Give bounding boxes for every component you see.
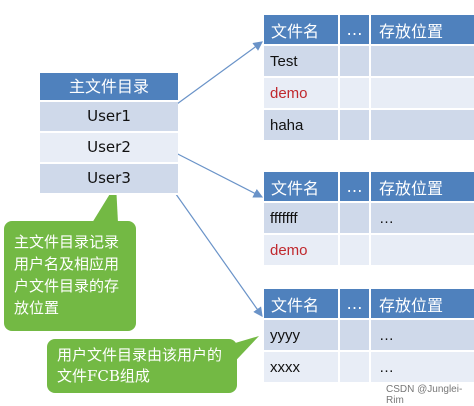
file-location [370,45,474,78]
header-dots: … [339,172,371,203]
header-dots: … [339,15,371,46]
table-row: haha [264,109,474,142]
header-location: 存放位置 [370,172,474,203]
watermark: CSDN @Junglei-Rim [386,384,463,406]
header-filename: 文件名 [264,289,340,320]
table-row: Test [264,45,474,78]
file-location: … [370,351,474,384]
table-row: yyyy … [264,319,474,352]
table-row: demo [264,234,474,267]
arrow-user1 [165,41,263,113]
file-name: haha [264,109,340,142]
user-file-directory-1: 文件名 … 存放位置 Test demo haha [264,15,474,142]
file-location: … [370,202,474,235]
user-file-directory-3: 文件名 … 存放位置 yyyy … xxxx … [264,289,474,384]
file-location: … [370,319,474,352]
header-location: 存放位置 [370,15,474,46]
file-name: yyyy [264,319,340,352]
file-location [370,234,474,267]
arrow-user3 [165,179,263,317]
user-file-directory-2: 文件名 … 存放位置 fffffff … demo [264,172,474,267]
master-directory-title: 主文件目录 [40,73,178,102]
file-name: xxxx [264,351,340,384]
file-name: demo [264,234,340,267]
table-row: demo [264,77,474,110]
header-location: 存放位置 [370,289,474,320]
file-location [370,109,474,142]
master-row-user1: User1 [40,102,178,133]
header-filename: 文件名 [264,15,340,46]
master-row-user2: User2 [40,133,178,164]
master-directory-callout: 主文件目录记录用户名及相应用户文件目录的存放位置 [4,221,136,331]
table-row: xxxx … [264,351,474,384]
user-directory-callout: 用户文件目录由该用户的文件FCB组成 [47,339,237,393]
master-row-user3: User3 [40,164,178,195]
header-filename: 文件名 [264,172,340,203]
header-dots: … [339,289,371,320]
master-file-directory: 主文件目录 User1 User2 User3 [40,73,178,195]
file-name: demo [264,77,340,110]
file-location [370,77,474,110]
file-name: Test [264,45,340,78]
arrow-user2 [165,147,264,198]
file-name: fffffff [264,202,340,235]
table-row: fffffff … [264,202,474,235]
